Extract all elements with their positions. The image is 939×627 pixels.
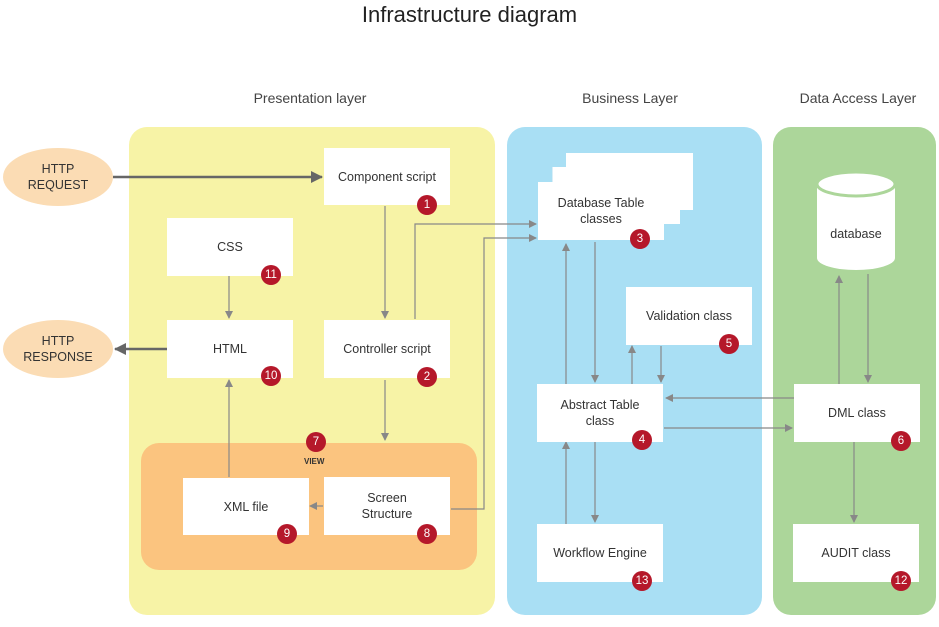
arrow-controller-to-dbtable [414, 220, 537, 319]
audit-class-label: AUDIT class [821, 546, 891, 560]
database-cylinder-icon [815, 170, 897, 270]
diagram-title: Infrastructure diagram [361, 2, 578, 27]
database-label: database [830, 227, 882, 241]
http-response-line2: RESPONSE [23, 350, 93, 364]
business-layer-label: Business Layer [582, 90, 678, 106]
badge-12: 12 [891, 571, 911, 591]
component-script-label: Component script [338, 169, 436, 184]
http-response-line1: HTTP [41, 334, 75, 348]
http-request-line2: REQUEST [27, 178, 89, 192]
http-response-endpoint: HTTP RESPONSE [3, 320, 113, 378]
badge-7: 7 [306, 432, 326, 452]
badge-4: 4 [632, 430, 652, 450]
presentation-layer-label: Presentation layer [253, 90, 367, 106]
xml-file-label: XML file [223, 499, 269, 514]
html-label: HTML [212, 342, 248, 356]
badge-5: 5 [719, 334, 739, 354]
badge-9: 9 [277, 524, 297, 544]
badge-1: 1 [417, 195, 437, 215]
validation-class-label: Validation class [646, 309, 732, 323]
data-access-layer-label: Data Access Layer [799, 90, 917, 106]
arrow-screen-to-dbtable [451, 234, 537, 510]
db-table-line2: classes [580, 212, 622, 226]
badge-2: 2 [417, 367, 437, 387]
controller-script-label: Controller script [343, 342, 431, 356]
http-request-line1: HTTP [41, 162, 75, 176]
db-table-line1: Database Table [557, 196, 645, 210]
http-request-endpoint: HTTP REQUEST [3, 148, 113, 206]
screen-structure-line2: Structure [361, 507, 413, 521]
dml-class-box: DML class [794, 384, 920, 442]
workflow-engine-label: Workflow Engine [553, 546, 647, 560]
badge-3: 3 [630, 229, 650, 249]
abstract-table-line2: class [585, 414, 615, 428]
view-group-label: VIEW [304, 457, 325, 466]
badge-10: 10 [261, 366, 281, 386]
screen-structure-line1: Screen [367, 491, 407, 505]
badge-8: 8 [417, 524, 437, 544]
dml-class-label: DML class [828, 406, 886, 420]
database-label-wrap: database [817, 220, 895, 248]
css-label: CSS [217, 240, 243, 254]
badge-11: 11 [261, 265, 281, 285]
abstract-table-line1: Abstract Table [560, 398, 640, 412]
badge-6: 6 [891, 431, 911, 451]
badge-13: 13 [632, 571, 652, 591]
